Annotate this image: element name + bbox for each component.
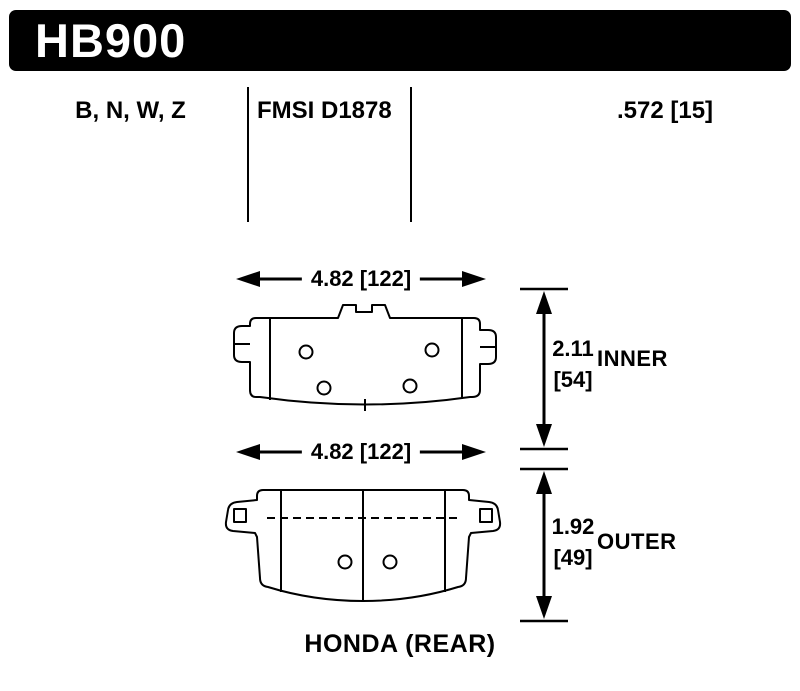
- inner-pad-drawing: [233, 304, 497, 411]
- inner-height-value: 2.11: [552, 336, 594, 361]
- arrowhead-left-icon: [236, 271, 260, 287]
- arrowhead-down-icon: [536, 424, 552, 447]
- pad-outline: [224, 489, 502, 602]
- arrowhead-right-icon: [462, 444, 486, 460]
- ear-slot-left: [233, 508, 247, 523]
- inner-width-dimension: 4.82 [122]: [233, 264, 489, 294]
- header-bar: HB900: [9, 10, 791, 71]
- outer-height-bracket: [49]: [553, 545, 593, 570]
- rivet-hole: [382, 554, 398, 570]
- pad-thickness: .572 [15]: [616, 97, 714, 124]
- outer-height-dimension-arrows: [520, 467, 568, 623]
- rivet-hole: [402, 378, 418, 394]
- inner-height-bracket: [54]: [553, 367, 593, 392]
- arrowhead-up-icon: [536, 471, 552, 494]
- outer-label: OUTER: [597, 529, 677, 554]
- outer-height-dimension: [520, 466, 568, 624]
- outer-width-dimension: 4.82 [122]: [233, 437, 489, 467]
- arrowhead-down-icon: [536, 596, 552, 619]
- outer-height-value-block: 1.92 [49]: [542, 511, 604, 573]
- ear-slot-right: [479, 508, 493, 523]
- part-number: HB900: [35, 14, 187, 67]
- rivet-hole: [316, 380, 332, 396]
- inner-height-dimension-arrows: [520, 287, 568, 451]
- inner-width-value: 4.82 [122]: [301, 266, 421, 292]
- fmsi-code: FMSI D1878: [257, 97, 392, 124]
- arrowhead-right-icon: [462, 271, 486, 287]
- divider-line-1: [247, 87, 249, 222]
- inner-label: INNER: [597, 346, 668, 371]
- pad-outline: [233, 304, 497, 406]
- compound-codes: B, N, W, Z: [75, 97, 186, 124]
- outer-width-value: 4.82 [122]: [301, 439, 421, 465]
- application-label: HONDA (REAR): [304, 630, 496, 658]
- rivet-hole: [298, 344, 314, 360]
- outer-height-value: 1.92: [551, 514, 595, 539]
- arrowhead-left-icon: [236, 444, 260, 460]
- arrowhead-up-icon: [536, 291, 552, 314]
- inner-height-dimension: [520, 286, 568, 452]
- inner-height-value-block: 2.11 [54]: [542, 333, 604, 395]
- rivet-hole: [337, 554, 353, 570]
- outer-pad-drawing: [224, 489, 502, 602]
- divider-line-2: [410, 87, 412, 222]
- rivet-hole: [424, 342, 440, 358]
